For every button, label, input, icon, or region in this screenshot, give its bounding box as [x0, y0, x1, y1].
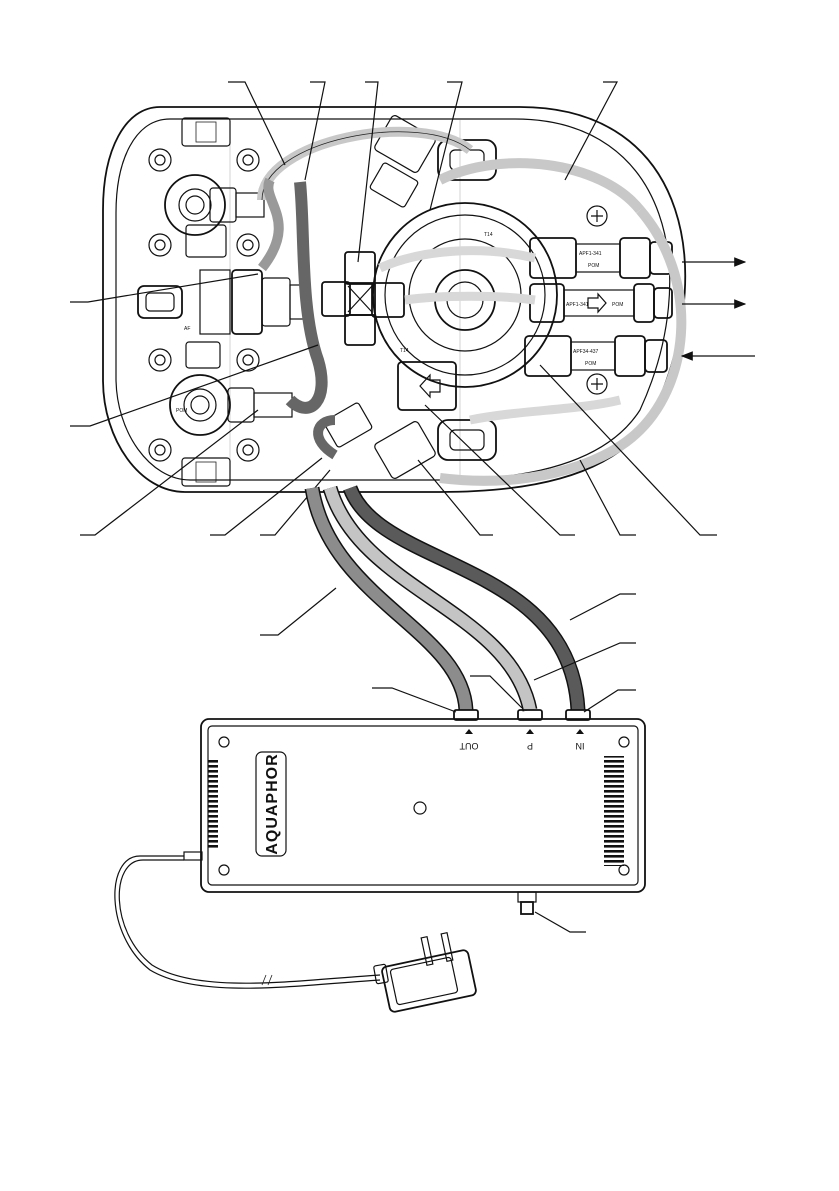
left-fitting-stack: AF POM — [137, 117, 305, 487]
left-af-mark: AF — [184, 326, 190, 332]
hose-leaders — [260, 587, 636, 713]
bottom-connector — [517, 891, 537, 915]
callout-leaders — [70, 81, 717, 536]
port-marker-in — [576, 729, 584, 734]
port-label-in: IN — [576, 741, 585, 751]
module-bot-material: POM — [585, 361, 596, 367]
power-cord — [114, 851, 381, 989]
left-pom-mark: POM — [176, 408, 187, 414]
power-adapter — [373, 931, 477, 1013]
port-nipples — [453, 709, 591, 721]
module-top-material: POM — [588, 263, 599, 269]
control-box: AQUAPHOR OUT P IN — [200, 709, 646, 933]
connection-hoses — [304, 484, 586, 712]
port-label-p: P — [527, 741, 533, 751]
module-mid-code: APF1-341 — [566, 302, 589, 308]
brand-label-plate — [255, 751, 287, 857]
module-bot-code: APF34-437 — [573, 349, 599, 355]
port-marker-out — [465, 729, 473, 734]
housing-mark-2: T14 — [400, 348, 409, 354]
module-top-code: APF1-341 — [579, 251, 602, 257]
port-marker-p — [526, 729, 534, 734]
port-label-out: OUT — [459, 741, 479, 751]
filter-assembly: AF POM — [102, 106, 687, 493]
right-modules: APF1-341 POM APF1-341 POM APF34-437 POM — [524, 205, 673, 395]
housing-mark: T14 — [484, 232, 493, 238]
assembly-housing-outline — [102, 106, 686, 493]
control-box-body — [200, 718, 646, 893]
right-vent — [604, 756, 624, 866]
module-mid-material: POM — [612, 302, 623, 308]
flow-arrows — [680, 257, 755, 361]
brand-name: AQUAPHOR — [264, 753, 281, 854]
left-vent — [208, 758, 218, 850]
internal-tubing — [257, 126, 687, 486]
